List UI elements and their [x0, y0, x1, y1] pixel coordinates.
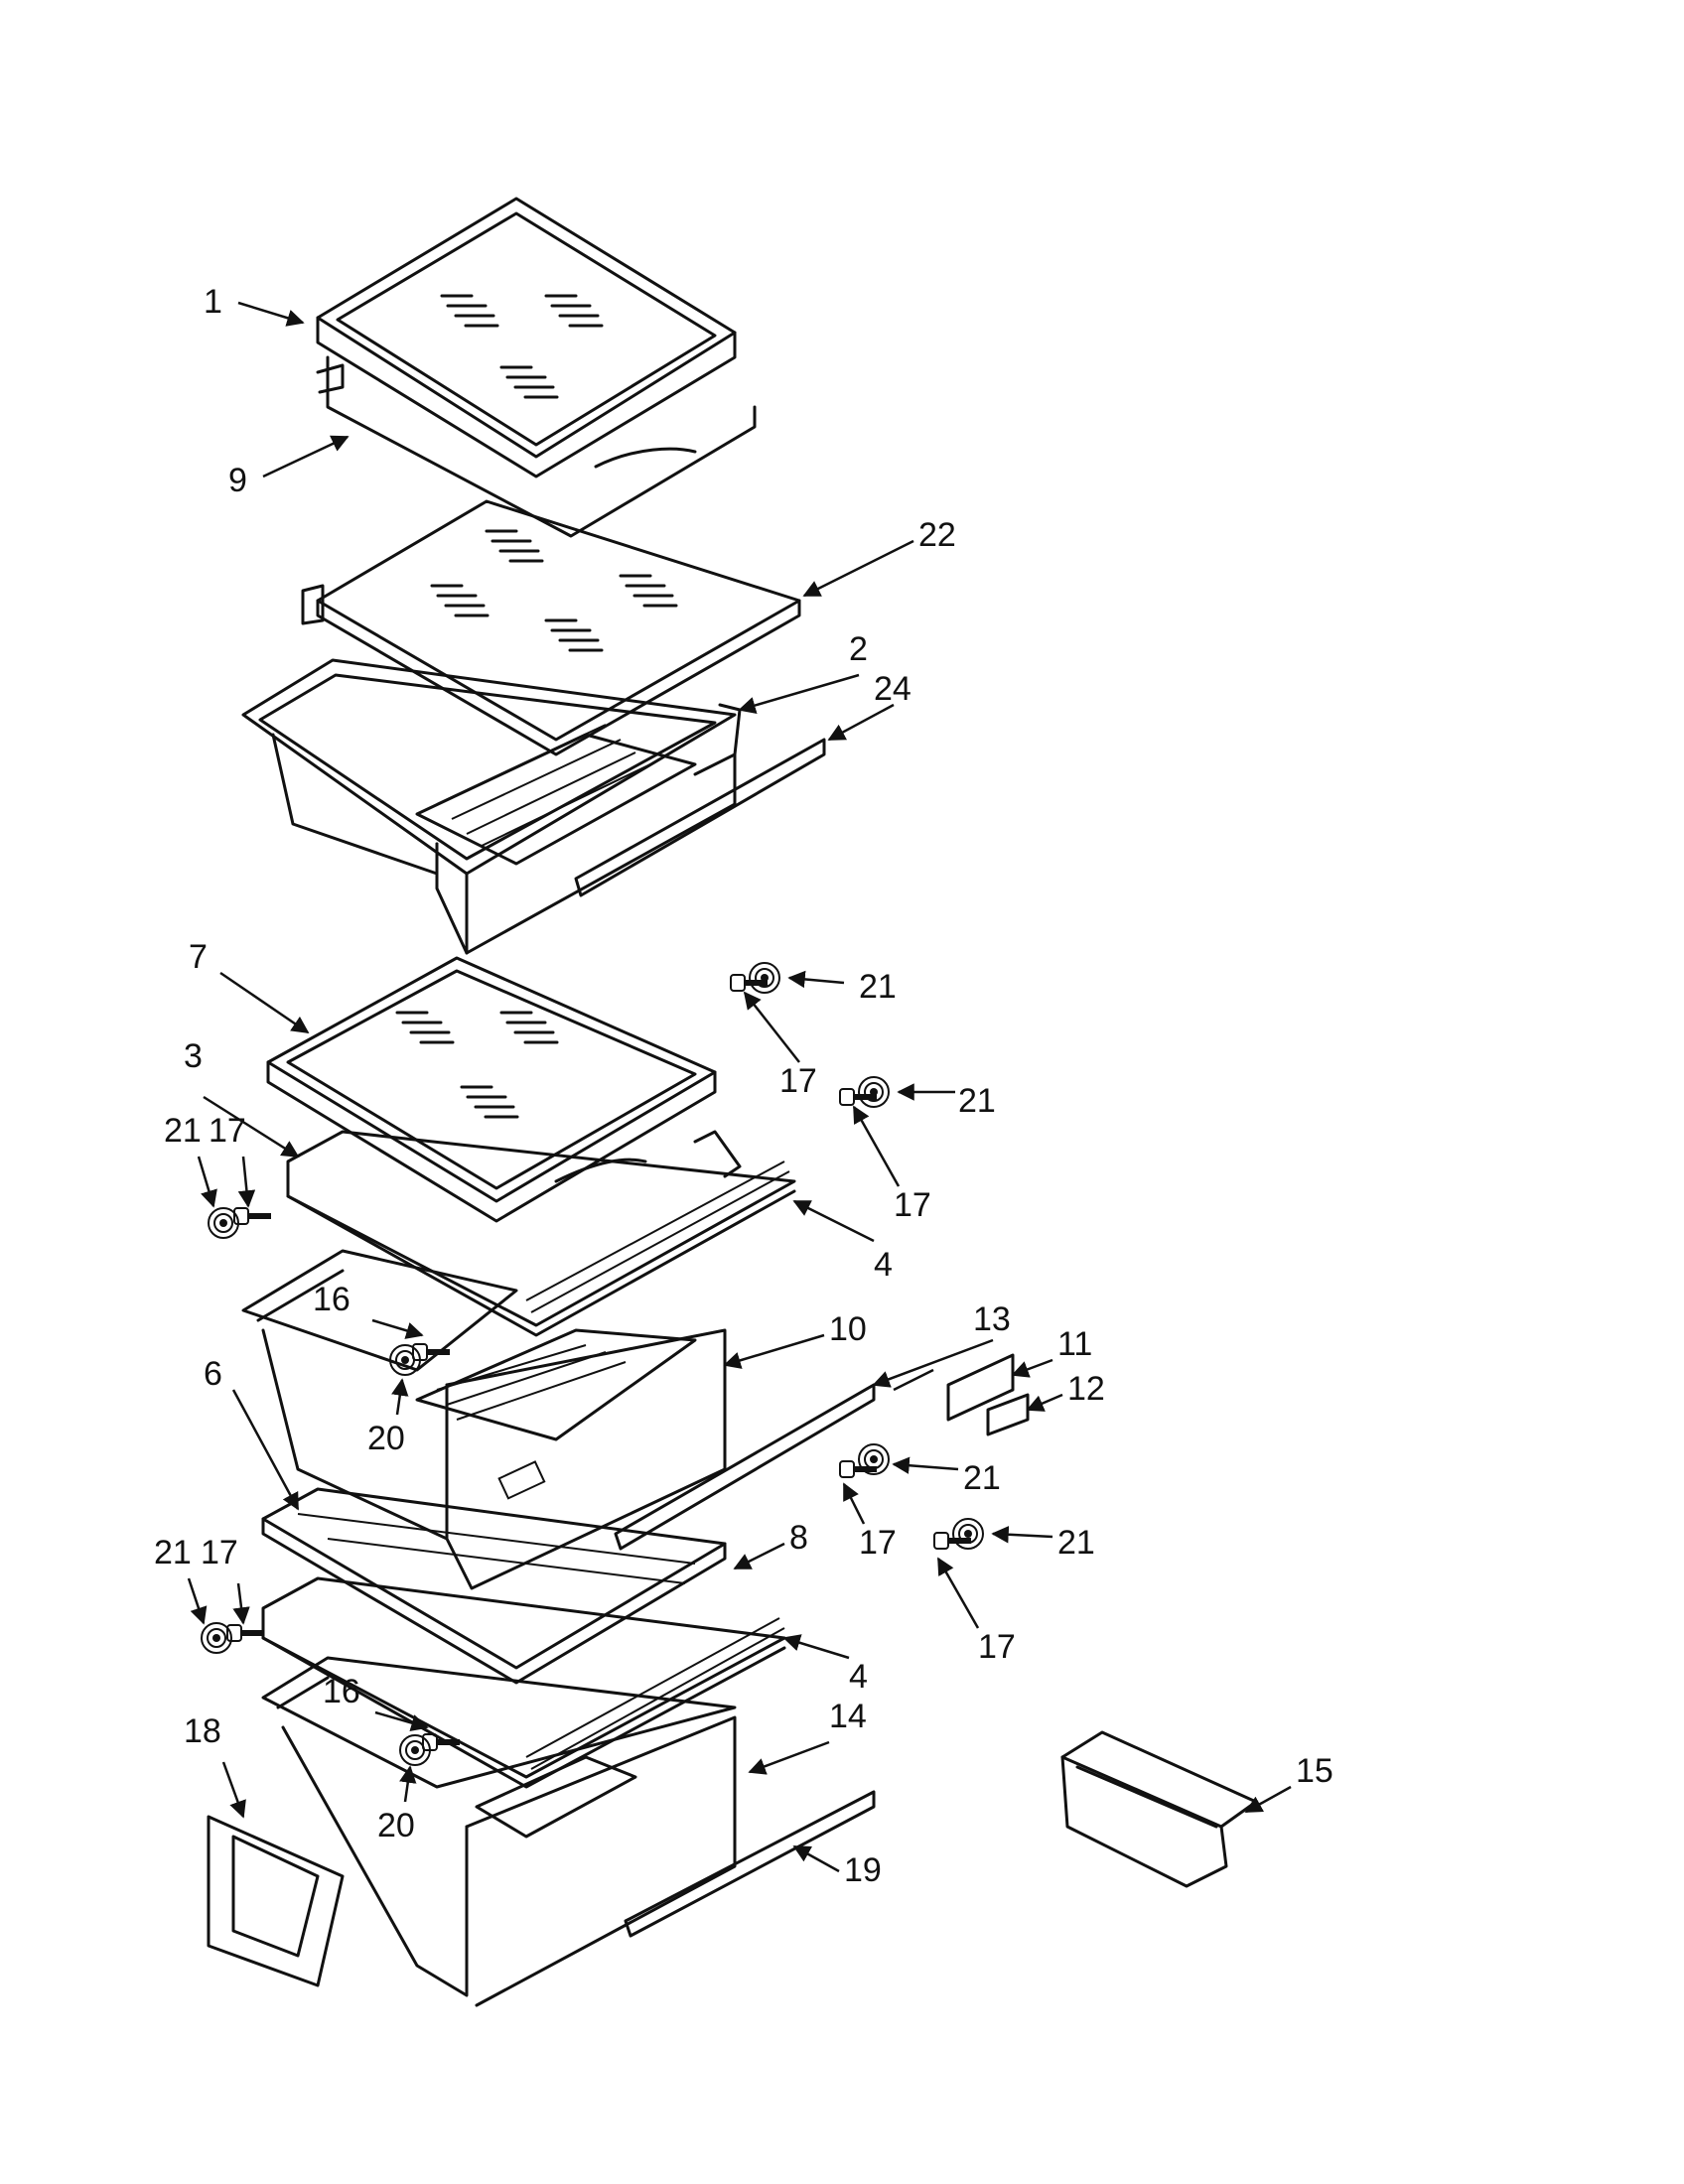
part-label-17-a: 17 [779, 1062, 817, 1100]
part-label-11: 11 [1057, 1325, 1092, 1363]
part-label-21-b: 21 [958, 1082, 996, 1120]
part-label-15: 15 [1296, 1752, 1333, 1790]
part-label-3: 3 [184, 1037, 203, 1075]
part-label-2: 2 [849, 630, 868, 668]
part-label-17-e: 17 [978, 1628, 1016, 1666]
part-label-10: 10 [829, 1310, 867, 1348]
label-frame [207, 1815, 345, 1987]
crisper-drawer-lower [261, 1656, 737, 2007]
crisper-drawer-upper [241, 658, 826, 955]
bracket-parts [893, 1353, 1030, 1436]
part-label-21-c: 21 [164, 1112, 202, 1150]
part-label-4-a: 4 [874, 1246, 893, 1284]
part-label-14: 14 [829, 1698, 867, 1735]
shelf-glass-lower [261, 1487, 727, 1685]
part-label-7: 7 [189, 938, 208, 976]
part-number-labels: 1 9 22 2 24 7 21 17 3 21 17 21 17 4 16 2… [154, 283, 1333, 1889]
part-label-22: 22 [918, 516, 956, 554]
shelf-frame-middle [286, 1130, 796, 1337]
part-label-8: 8 [789, 1519, 808, 1557]
utility-bin [1060, 1730, 1258, 1888]
part-label-20-b: 20 [377, 1807, 415, 1844]
wheel-assemblies [201, 962, 984, 1766]
crisper-cover-glass [301, 499, 801, 756]
shelf-glass-middle [266, 956, 717, 1223]
part-label-6: 6 [204, 1355, 222, 1393]
shelf-glass-top [316, 197, 757, 538]
part-label-17-b: 17 [894, 1186, 931, 1224]
part-label-12: 12 [1067, 1370, 1105, 1408]
crisper-drawer-middle [241, 1249, 876, 1590]
part-label-20-a: 20 [367, 1420, 405, 1457]
part-label-21-e: 21 [1057, 1524, 1095, 1562]
part-label-16-a: 16 [313, 1281, 351, 1318]
leader-lines [187, 301, 1292, 1873]
drawer-handle-trim [624, 1790, 876, 1938]
part-label-9: 9 [228, 462, 247, 499]
part-label-21-a: 21 [859, 968, 897, 1006]
part-label-16-b: 16 [323, 1673, 360, 1710]
part-label-19: 19 [844, 1851, 882, 1889]
part-label-4-b: 4 [849, 1658, 868, 1696]
part-label-21-d: 21 [963, 1459, 1001, 1497]
part-label-18: 18 [184, 1712, 221, 1750]
part-label-24: 24 [874, 670, 912, 708]
part-label-1: 1 [204, 283, 222, 321]
part-label-21-f: 21 [154, 1534, 192, 1571]
part-label-13: 13 [973, 1300, 1011, 1338]
part-label-17-c: 17 [209, 1112, 246, 1150]
part-label-17-d: 17 [859, 1524, 897, 1562]
part-label-17-f: 17 [201, 1534, 238, 1571]
